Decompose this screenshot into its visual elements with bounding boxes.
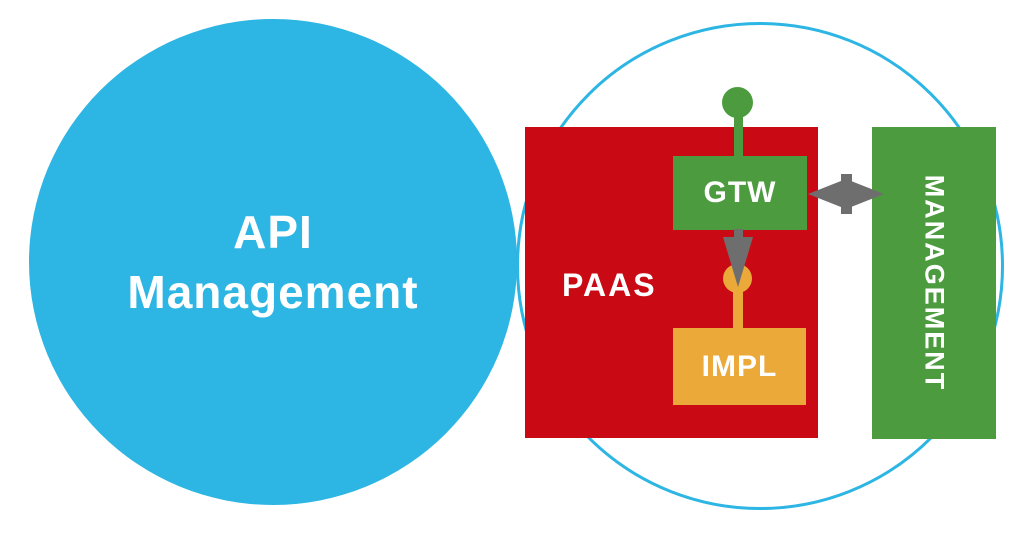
- management-label: MANAGEMENT: [919, 174, 950, 392]
- gtw-endpoint-connector-line: [734, 110, 743, 157]
- gtw-box: GTW: [673, 156, 807, 230]
- api-management-label-line2: Management: [127, 266, 419, 318]
- api-management-label: API Management: [127, 202, 418, 322]
- impl-label: IMPL: [701, 349, 778, 383]
- api-management-circle: API Management: [29, 19, 517, 505]
- api-management-label-line1: API: [233, 206, 313, 258]
- impl-box: IMPL: [673, 328, 806, 405]
- diamond-connector-icon: [808, 174, 884, 214]
- gtw-endpoint-circle-icon: [722, 87, 753, 118]
- management-box: MANAGEMENT: [872, 127, 996, 439]
- paas-label: PAAS: [562, 267, 657, 303]
- impl-connector-line: [733, 288, 743, 329]
- gtw-label: GTW: [703, 176, 777, 209]
- arrow-down-icon: [723, 229, 753, 287]
- platform-scope-circle-outline: [516, 22, 1004, 510]
